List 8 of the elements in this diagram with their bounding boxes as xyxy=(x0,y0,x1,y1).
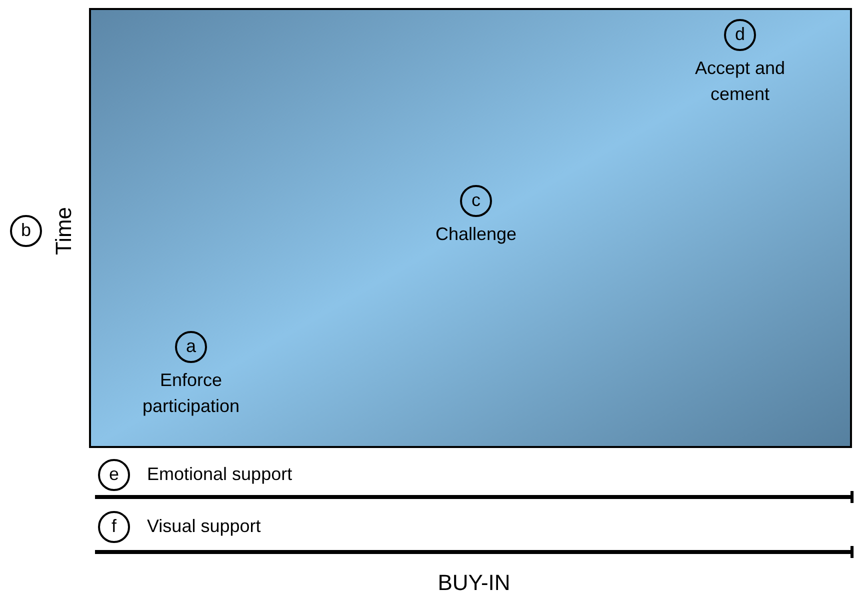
callout-text: Emotional support xyxy=(147,463,292,485)
callout-text: Visual support xyxy=(147,515,261,537)
callout-text: Accept and cement xyxy=(694,57,786,106)
gradient-panel xyxy=(89,8,852,448)
axis-label: Time xyxy=(53,206,75,256)
callout-text: Challenge xyxy=(434,223,518,246)
axis-label: BUY-IN xyxy=(438,572,510,594)
callout-text: Enforce participation xyxy=(141,369,241,418)
